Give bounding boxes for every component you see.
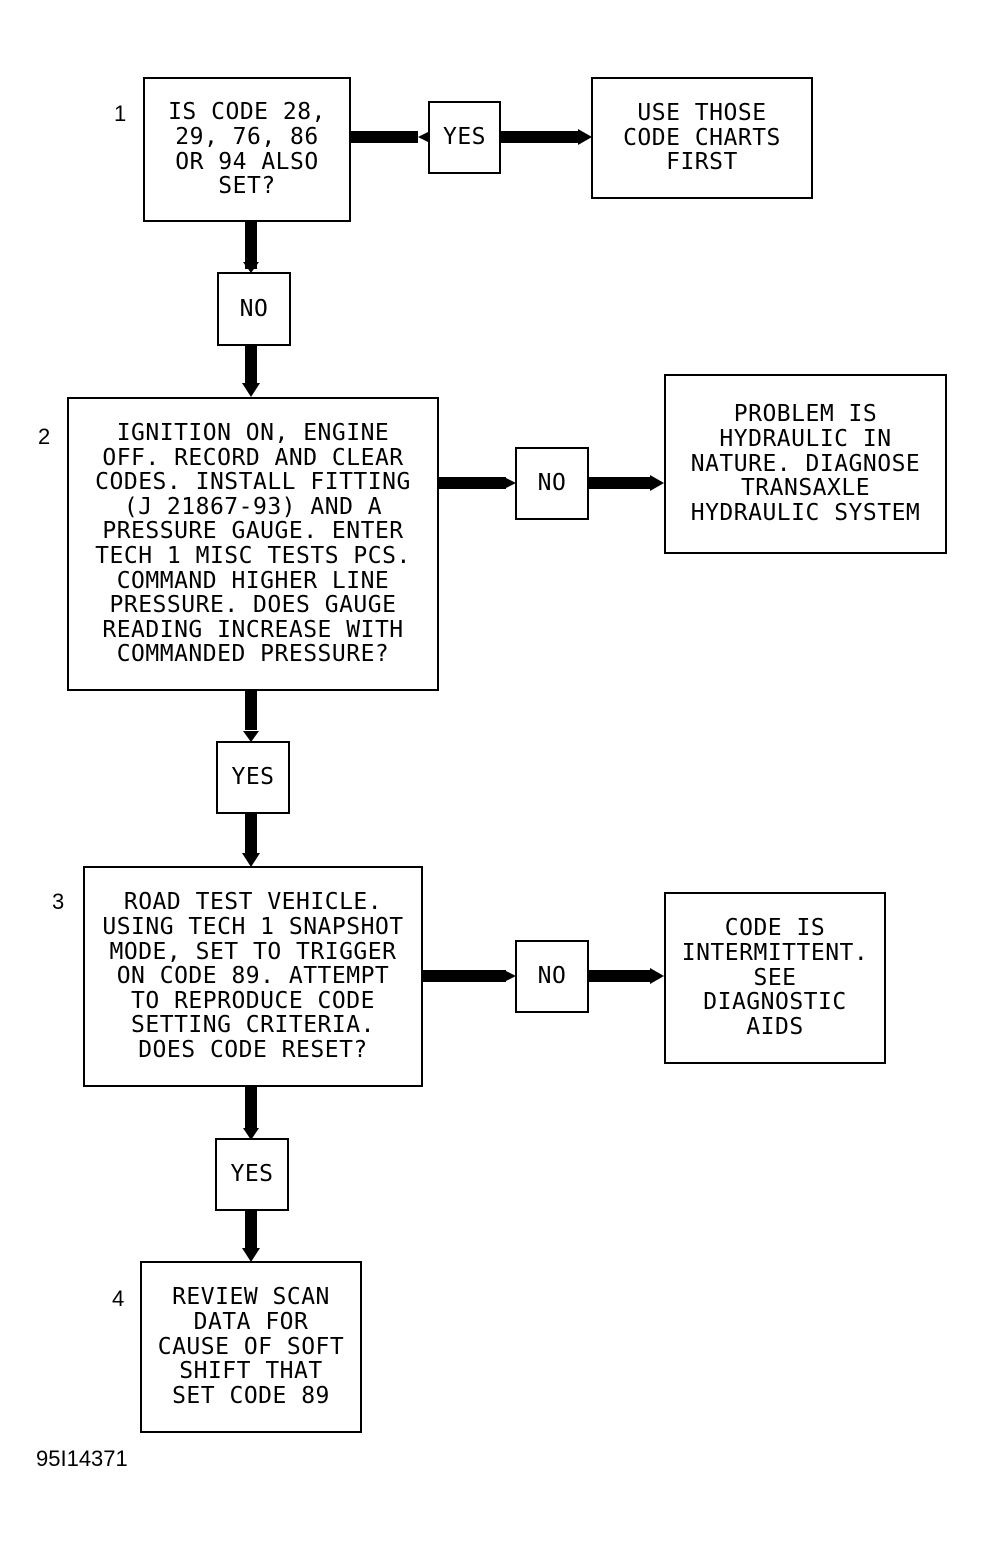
step-1-number: 1	[114, 101, 127, 126]
step-3-box: ROAD TEST VEHICLE. USING TECH 1 SNAPSHOT…	[83, 866, 423, 1087]
step-4-number: 4	[112, 1286, 125, 1311]
step-3-number: 3	[52, 889, 65, 914]
outcome-1-box: USE THOSE CODE CHARTS FIRST	[591, 77, 813, 199]
step-2-box: IGNITION ON, ENGINE OFF. RECORD AND CLEA…	[67, 397, 439, 691]
step-2-yes-label: YES	[216, 741, 290, 814]
step-1-no-label: NO	[217, 272, 291, 346]
step-3-yes-label: YES	[215, 1138, 289, 1211]
figure-id: 95I14371	[36, 1446, 128, 1471]
outcome-2-box: PROBLEM IS HYDRAULIC IN NATURE. DIAGNOSE…	[664, 374, 947, 554]
step-1-box: IS CODE 28, 29, 76, 86 OR 94 ALSO SET?	[143, 77, 351, 222]
step-2-no-label: NO	[515, 447, 589, 520]
step-1-yes-label: YES	[428, 101, 501, 174]
step-4-box: REVIEW SCAN DATA FOR CAUSE OF SOFT SHIFT…	[140, 1261, 362, 1433]
step-2-number: 2	[38, 424, 51, 449]
outcome-3-box: CODE IS INTERMITTENT. SEE DIAGNOSTIC AID…	[664, 892, 886, 1064]
step-3-no-label: NO	[515, 940, 589, 1013]
